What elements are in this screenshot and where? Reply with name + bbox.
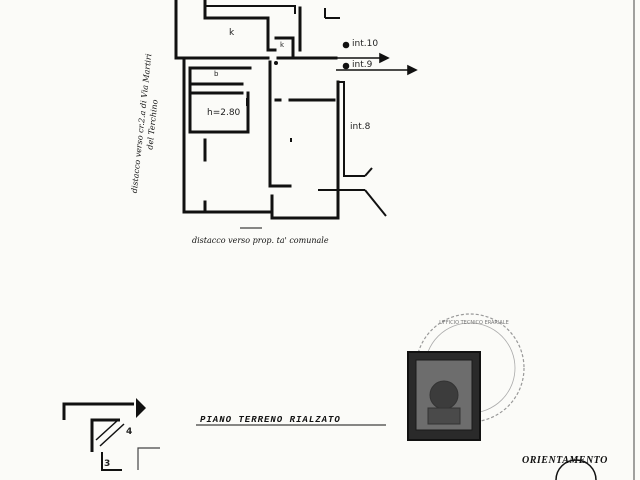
apartment-walls	[174, 0, 340, 220]
unit-label-int8: int.8	[350, 122, 371, 132]
unit-label-int9: int.9	[352, 60, 373, 70]
adjacent-plan-fragment	[137, 447, 160, 470]
official-stamp	[407, 313, 525, 441]
bottom-setback-note: distacco verso prop. ta' comunale	[192, 236, 329, 245]
upper-stair-outline	[205, 5, 340, 19]
plan-marks	[246, 61, 292, 142]
room-label-bath: b	[214, 70, 219, 78]
stamp-seal-text: UFFICIO TECNICO ERARIALE	[439, 320, 509, 326]
key-number-right: 4	[126, 427, 133, 437]
neighbour-int8-outline	[318, 81, 387, 217]
unit-label-int10: int.10	[352, 39, 379, 49]
key-number-bottom: 3	[104, 459, 111, 469]
room-label-kitchen: k	[229, 28, 235, 38]
room-height-label: h=2.80	[207, 108, 241, 118]
room-label-kitchenette: k	[280, 41, 285, 49]
unit-pointer-arrows	[300, 41, 418, 76]
inner-partitions	[182, 6, 338, 188]
north-arrow-circle	[555, 459, 597, 480]
key-symbol	[62, 398, 146, 471]
orientation-label: ORIENTAMENTO	[522, 455, 608, 466]
note-underlines	[196, 227, 386, 426]
floor-title: PIANO TERRENO RIALZATO	[200, 415, 341, 425]
